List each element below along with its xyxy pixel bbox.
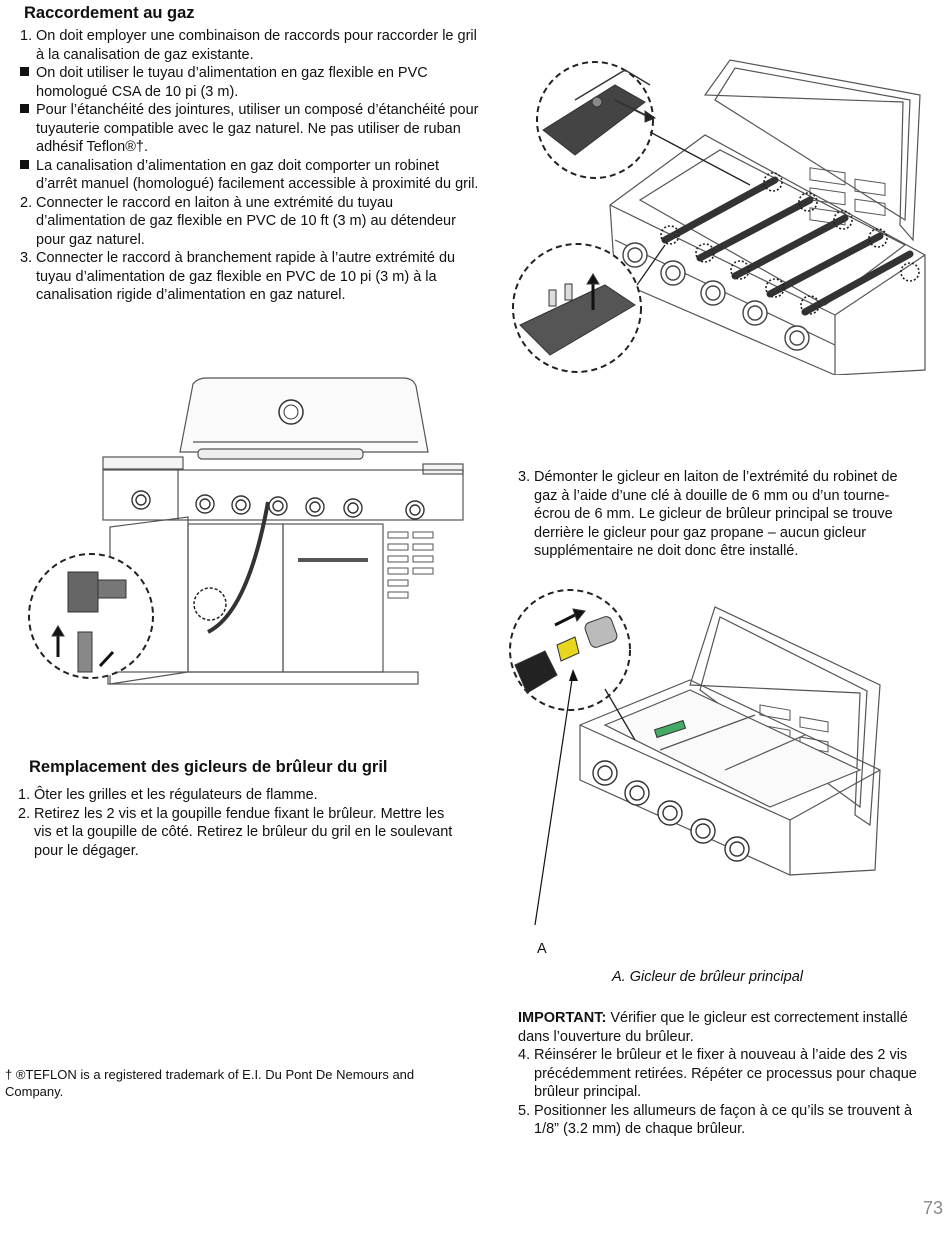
list-item: 1.Ôter les grilles et les régulateurs de…: [18, 787, 318, 803]
list-item: 4.Réinsérer le brûleur et le fixer à nou…: [518, 1047, 917, 1100]
bullet-square-icon: [20, 67, 29, 76]
important-label: IMPORTANT:: [518, 1010, 607, 1026]
list-item: 5.Positionner les allumeurs de façon à c…: [518, 1102, 913, 1138]
burner-replacement-list: 1.Ôter les grilles et les régulateurs de…: [18, 786, 458, 860]
figure-label-a: A: [537, 941, 547, 957]
section-title-gas-connection: Raccordement au gaz: [24, 4, 195, 22]
list-item: 3.Démonter le gicleur en laiton de l’ext…: [518, 469, 898, 559]
grill-regulator-illustration: [28, 377, 464, 685]
main-burner-orifice-illustration: [509, 589, 881, 926]
section-title-burner-orifice-replacement: Remplacement des gicleurs de brûleur du …: [29, 758, 388, 776]
step-3-remove-orifice: 3.Démonter le gicleur en laiton de l’ext…: [518, 468, 918, 561]
list-item: 1.On doit employer une combinaison de ra…: [20, 28, 477, 63]
list-item: Pour l’étanchéité des jointures, utilise…: [20, 101, 482, 157]
figure-caption: A. Gicleur de brûleur principal: [612, 969, 804, 985]
footnote-teflon-trademark: † ®TEFLON is a registered trademark of E…: [5, 1067, 415, 1099]
gas-connection-list: 1.On doit employer une combinaison de ra…: [20, 27, 482, 305]
bullet-square-icon: [20, 104, 29, 113]
burner-installation-illustration: [512, 59, 926, 375]
page-number: 73: [923, 1198, 944, 1218]
bullet-square-icon: [20, 159, 29, 169]
important-note: IMPORTANT: Vérifier que le gicleur est c…: [518, 1010, 908, 1045]
list-item: La canalisation d’alimentation en gaz do…: [20, 157, 482, 194]
final-steps-list: 4.Réinsérer le brûleur et le fixer à nou…: [518, 1046, 918, 1139]
list-item: 3.Connecter le raccord à branchement rap…: [20, 250, 456, 303]
list-item: 2.Connecter le raccord en laiton à une e…: [20, 194, 456, 248]
list-item: 2.Retirez les 2 vis et la goupille fendu…: [18, 805, 453, 859]
list-item: On doit utiliser le tuyau d’alimentation…: [20, 64, 482, 101]
